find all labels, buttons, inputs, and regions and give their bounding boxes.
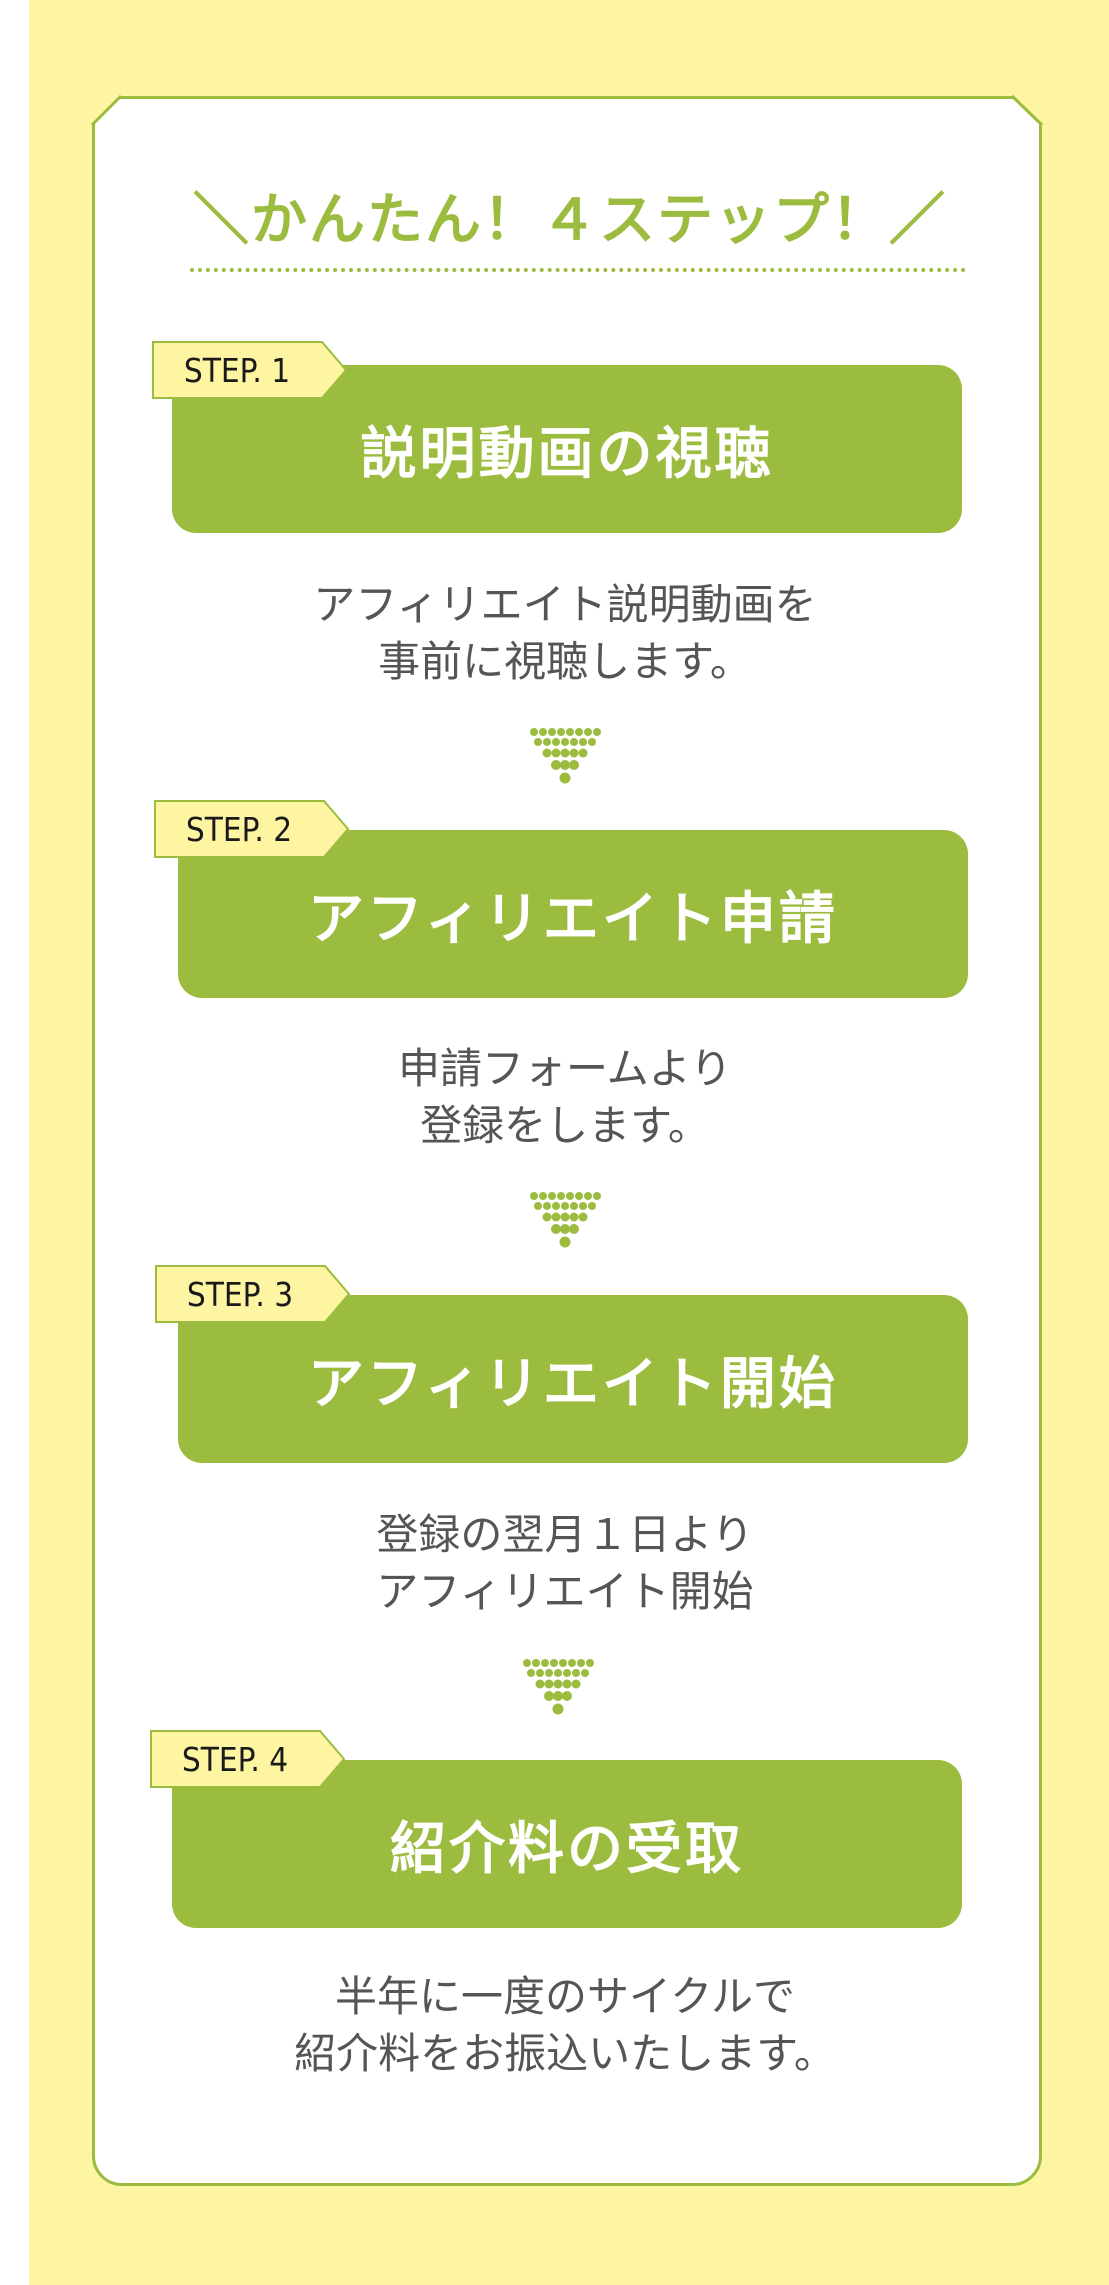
step-2-desc-line-2: 登録をします。 <box>420 1101 710 1150</box>
dotted-down-arrow-icon <box>530 728 601 784</box>
step-2-tag: STEP. 2 <box>154 800 350 858</box>
dotted-down-arrow-icon <box>523 1659 594 1715</box>
dotted-down-arrow-icon <box>530 1192 601 1248</box>
step-2-title: アフィリエイト申請 <box>308 886 838 952</box>
section-heading: ＼かんたん！４ステップ！／ <box>193 187 947 253</box>
step-3-tag: STEP. 3 <box>155 1265 351 1323</box>
step-1-tag-label: STEP. 1 <box>183 350 291 390</box>
step-3-tag-label: STEP. 3 <box>186 1274 294 1314</box>
step-3-desc-line-2: アフィリエイト開始 <box>376 1567 754 1616</box>
step-4-description: 半年に一度のサイクルで 紹介料をお振込いたします。 <box>140 1968 990 2082</box>
step-1-desc-line-1: アフィリエイト説明動画を <box>313 580 817 629</box>
step-4-tag: STEP. 4 <box>150 1730 346 1788</box>
step-4-title: 紹介料の受取 <box>390 1816 744 1882</box>
step-3-banner: アフィリエイト開始 <box>178 1295 968 1463</box>
step-2-banner: アフィリエイト申請 <box>178 830 968 998</box>
step-4-banner: 紹介料の受取 <box>172 1760 962 1928</box>
step-4-tag-label: STEP. 4 <box>181 1739 289 1779</box>
step-2-tag-label: STEP. 2 <box>185 809 293 849</box>
step-3-title: アフィリエイト開始 <box>308 1351 838 1417</box>
step-1-tag: STEP. 1 <box>152 341 348 399</box>
step-1-description: アフィリエイト説明動画を 事前に視聴します。 <box>140 576 990 690</box>
heading-dotted-rule <box>190 268 966 272</box>
step-4-desc-line-2: 紹介料をお振込いたします。 <box>294 2029 836 2078</box>
step-3-description: 登録の翌月１日より アフィリエイト開始 <box>140 1506 990 1620</box>
card-corner-lines <box>90 94 1044 127</box>
step-4-desc-line-1: 半年に一度のサイクルで <box>335 1972 795 2021</box>
step-2-desc-line-1: 申請フォームより <box>398 1044 732 1093</box>
step-1-title: 説明動画の視聴 <box>360 421 774 487</box>
step-1-desc-line-2: 事前に視聴します。 <box>378 637 752 686</box>
step-3-desc-line-1: 登録の翌月１日より <box>376 1510 754 1559</box>
step-2-description: 申請フォームより 登録をします。 <box>140 1040 990 1154</box>
